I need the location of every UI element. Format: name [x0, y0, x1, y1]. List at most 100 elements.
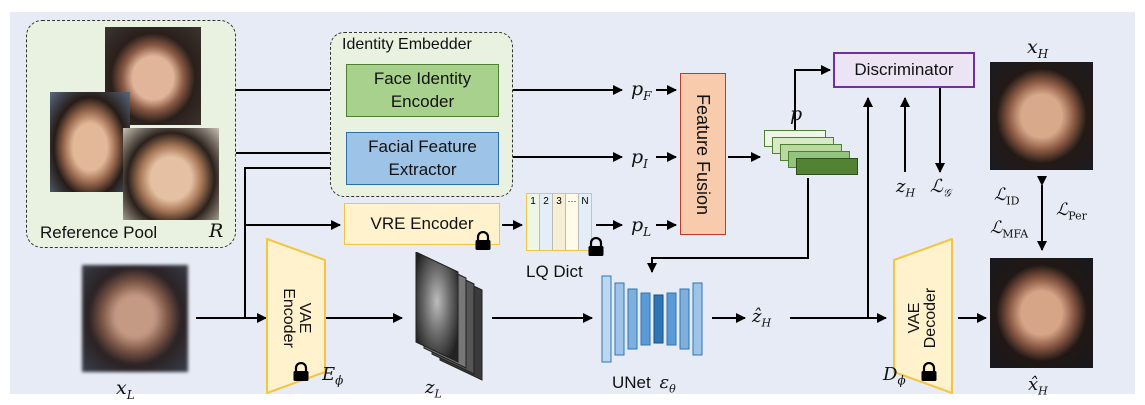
lq-dict-cell-label: ···	[567, 196, 577, 206]
LG-symbol: ℒ𝒢	[930, 176, 951, 201]
zhatH-symbol: ẑH	[752, 306, 771, 330]
zL-symbol: zL	[425, 377, 442, 401]
LMFA-sub: MFA	[1002, 227, 1029, 241]
identity-embedder-title: Identity Embedder	[342, 36, 472, 53]
arrow-features-to-unet	[647, 178, 809, 273]
LID-sub: ID	[1006, 194, 1020, 208]
fused-feature-layer	[796, 158, 858, 175]
xH-symbol: xH	[1027, 36, 1048, 61]
latent-zl-stack	[415, 252, 483, 381]
discriminator: Discriminator	[833, 52, 975, 88]
vae-encoder-lock-icon	[293, 362, 309, 381]
hq-target-image	[990, 62, 1093, 170]
lq-dict-label: LQ Dict	[526, 262, 583, 281]
pF-base: p	[631, 78, 644, 100]
vre-encoder: VRE Encoder	[344, 203, 500, 245]
pL-symbol: pL	[631, 214, 651, 239]
arrow-lq-to-feature-extractor	[244, 163, 341, 318]
vae-decoder-symbol-sub: ϕ	[897, 373, 906, 388]
xhatH-sub: H	[1038, 384, 1048, 398]
lq-dict-cell-label: 3	[556, 196, 562, 207]
vae-decoder-lock-icon	[921, 362, 937, 381]
zH-sub: H	[905, 186, 916, 200]
vae-encoder-shape	[266, 238, 326, 394]
lq-dict-cell: 1	[527, 194, 540, 250]
vae-decoder-line1: VAE	[906, 302, 923, 334]
zL-base: z	[425, 377, 435, 398]
unet-block	[666, 292, 677, 346]
LMFA-symbol: ℒMFA	[990, 218, 1028, 240]
p-symbol: p	[790, 103, 803, 125]
zhatH-base: ẑ	[752, 306, 762, 327]
face-identity-encoder-line2: Encoder	[390, 91, 455, 111]
vre-encoder-label: VRE Encoder	[370, 213, 474, 233]
pL-sub: L	[643, 224, 652, 239]
facial-feature-extractor-line1: Facial Feature	[368, 136, 477, 156]
lq-dict-lock-icon	[588, 237, 604, 256]
unet-block	[627, 288, 638, 350]
facial-feature-extractor: Facial Feature Extractor	[346, 132, 499, 185]
facial-feature-extractor-line2: Extractor	[388, 159, 457, 179]
unet-symbol-sub: θ	[669, 382, 676, 396]
pI-sub: I	[643, 156, 648, 171]
pF-sub: F	[643, 88, 652, 103]
zH-symbol: zH	[896, 176, 915, 200]
unet-blocks	[601, 275, 703, 363]
vae-encoder-symbol-base: E	[322, 364, 336, 385]
feature-fusion-label: Feature Fusion	[693, 93, 714, 215]
unet-block	[692, 282, 703, 356]
vae-decoder-shape	[893, 238, 953, 394]
LPer-symbol: ℒPer	[1056, 200, 1087, 222]
vae-decoder-symbol: Dϕ	[883, 364, 906, 388]
vae-encoder-label: VAE Encoder	[280, 287, 313, 349]
pI-base: p	[631, 146, 644, 168]
reference-pool-symbol: R	[209, 220, 224, 242]
lq-dict-cell: 3	[553, 194, 566, 250]
vae-encoder-symbol-sub: ϕ	[335, 373, 344, 388]
zL-sub: L	[434, 387, 442, 401]
unet-symbol: εθ	[659, 372, 676, 396]
vae-encoder-line1: VAE	[296, 302, 313, 334]
xL-sub: L	[126, 387, 135, 402]
vae-encoder-symbol: Eϕ	[322, 364, 343, 388]
vae-decoder-symbol-base: D	[883, 364, 898, 385]
LMFA-base: ℒ	[990, 218, 1003, 238]
unet-block	[601, 275, 612, 363]
LID-base: ℒ	[994, 185, 1007, 205]
unet-block	[614, 282, 625, 356]
lq-dict-cell-label: 1	[530, 196, 536, 207]
feature-fusion: Feature Fusion	[680, 73, 726, 235]
pL-base: p	[631, 214, 644, 236]
restored-output-image	[990, 258, 1093, 368]
pF-symbol: pF	[631, 78, 652, 103]
xhatH-base: x̂	[1028, 374, 1039, 395]
LID-symbol: ℒID	[994, 185, 1019, 207]
reference-pool-label: Reference Pool	[40, 223, 158, 242]
LG-sub: 𝒢	[942, 186, 951, 200]
xH-sub: H	[1037, 46, 1049, 61]
pI-symbol: pI	[631, 146, 648, 171]
xhatH-symbol: x̂H	[1028, 374, 1048, 398]
reference-face-2	[50, 92, 130, 192]
lq-dict-cell: ···	[566, 194, 579, 250]
unet-block	[653, 294, 664, 344]
lq-dict-cell-label: 2	[543, 196, 549, 207]
xL-base: x	[116, 377, 127, 399]
lq-dict-cell: N	[579, 194, 591, 250]
arrow-features-to-discriminator	[794, 65, 831, 130]
LG-base: ℒ	[930, 176, 943, 197]
lq-input-image	[82, 265, 188, 372]
xL-symbol: xL	[116, 377, 135, 402]
face-identity-encoder: Face Identity Encoder	[346, 64, 499, 117]
zhatH-sub: H	[761, 316, 772, 330]
reference-face-3	[123, 128, 219, 220]
xH-base: x	[1027, 36, 1038, 58]
LPer-base: ℒ	[1056, 200, 1069, 220]
unet-symbol-base: ε	[659, 372, 670, 393]
vre-lock-icon	[475, 231, 491, 250]
unet-block	[640, 292, 651, 346]
vae-decoder-line2: Decoder	[922, 287, 939, 349]
vae-encoder-line2: Encoder	[280, 288, 297, 348]
